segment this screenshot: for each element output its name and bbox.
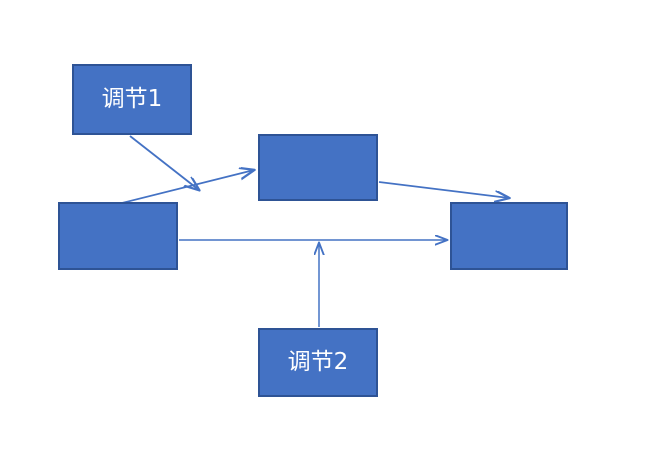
edge-middle-to-target: [378, 181, 509, 198]
node-regulator-2[interactable]: 调节2: [258, 328, 378, 397]
node-regulator-1[interactable]: 调节1: [72, 64, 192, 135]
node-regulator-1-label: 调节1: [101, 86, 163, 112]
node-middle[interactable]: [258, 134, 378, 201]
edge-regulator1-to-source-middle-path: [129, 135, 199, 190]
node-regulator-2-label: 调节2: [287, 349, 349, 375]
edge-source-to-middle: [121, 170, 254, 204]
node-target[interactable]: [450, 202, 568, 270]
node-source[interactable]: [58, 202, 178, 270]
